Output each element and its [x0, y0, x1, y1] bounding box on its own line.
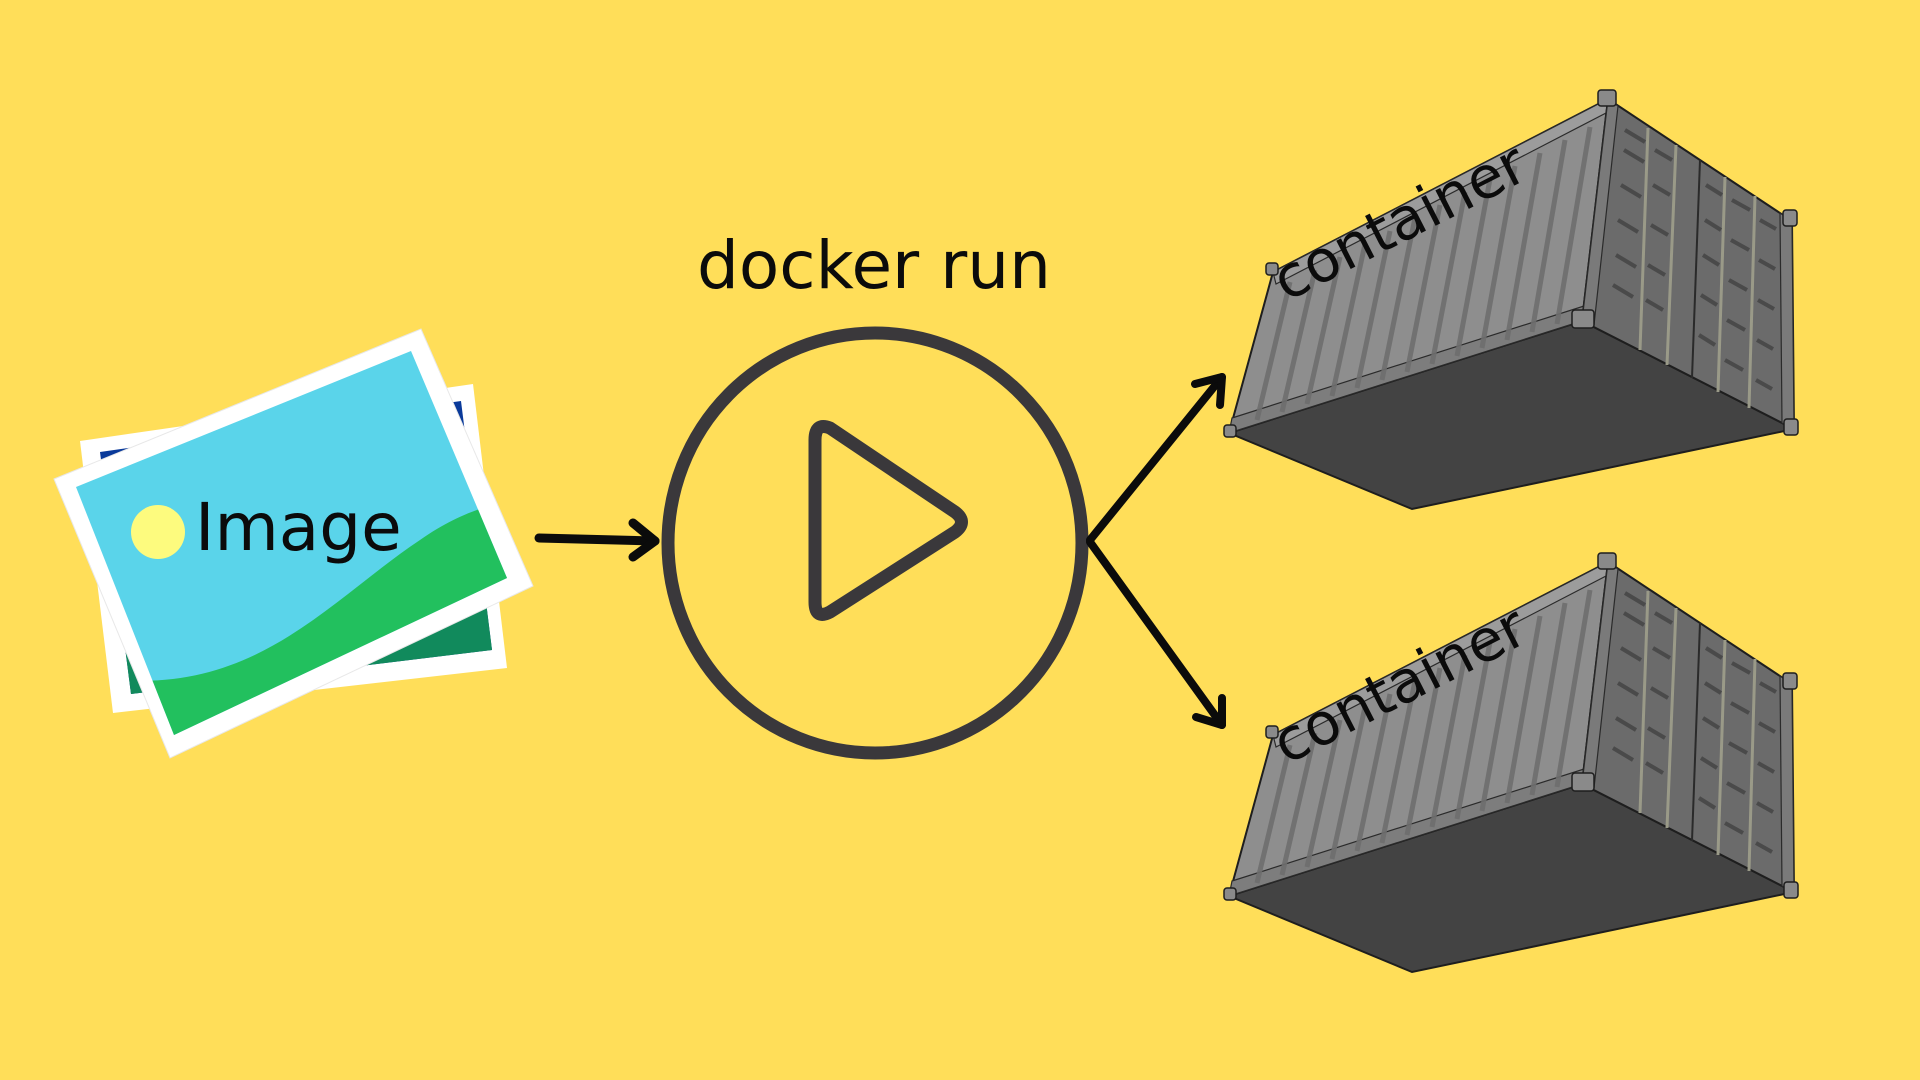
- docker-run-label: docker run: [697, 227, 1051, 304]
- image-photo-icon: Image: [53, 328, 534, 759]
- arrow-image-to-run: [534, 518, 660, 562]
- container-2: container: [1224, 553, 1798, 972]
- container-1: container: [1224, 90, 1798, 509]
- sun-icon: [131, 505, 185, 559]
- play-triangle-icon: [808, 420, 968, 621]
- image-label: Image: [195, 489, 402, 566]
- arrow-run-to-container-1: [1086, 373, 1226, 544]
- arrow-run-to-container-2: [1086, 538, 1226, 729]
- play-circle-icon: [661, 326, 1089, 760]
